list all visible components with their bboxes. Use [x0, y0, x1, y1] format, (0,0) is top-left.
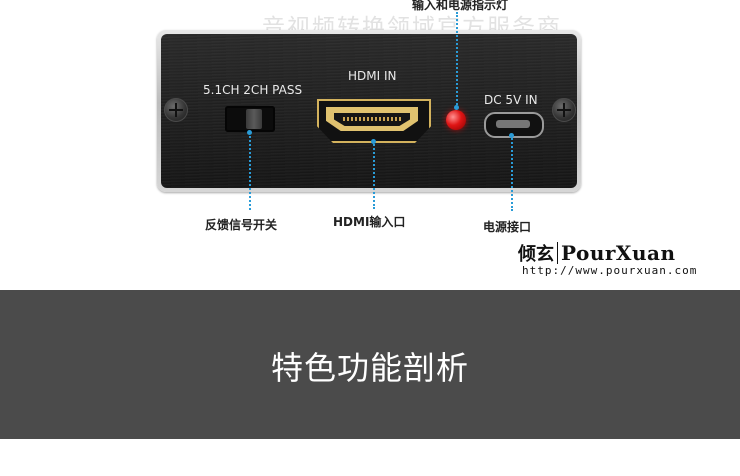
power-leader-line — [511, 135, 513, 211]
power-callout-label: 电源接口 — [483, 220, 532, 234]
section-title: 特色功能剖析 — [270, 349, 469, 387]
brand-logo: 倾玄 PourXuan — [518, 240, 675, 266]
indicator-callout-label: 输入和电源指示灯 — [412, 0, 509, 12]
section-header-band — [0, 290, 740, 439]
switch-callout-label: 反馈信号开关 — [205, 218, 278, 232]
indicator-leader-dot — [454, 105, 459, 110]
indicator-leader-line — [456, 12, 458, 108]
brand-name-en: PourXuan — [561, 241, 676, 265]
switch-leader-line — [249, 132, 251, 210]
left-screw-icon — [164, 98, 188, 122]
power-led-icon — [446, 110, 466, 130]
brand-name-cn: 倾玄 — [518, 244, 554, 265]
dc-panel-label: DC 5V IN — [484, 93, 538, 107]
switch-knob — [246, 109, 262, 129]
switch-leader-dot — [247, 130, 252, 135]
dc-port-slot — [496, 120, 530, 128]
bottom-spacer — [0, 439, 740, 476]
right-screw-icon — [552, 98, 576, 122]
hdmi-callout-label: HDMI输入口 — [333, 215, 406, 229]
brand-separator — [557, 242, 558, 264]
signal-switch — [225, 106, 275, 132]
product-image-area: 音视频转换领域官方服务商 输入和电源指示灯 5.1CH 2CH PASS HDM… — [157, 0, 698, 277]
power-leader-dot — [509, 133, 514, 138]
hdmi-leader-line — [373, 141, 375, 209]
hdmi-leader-dot — [371, 139, 376, 144]
switch-panel-label: 5.1CH 2CH PASS — [203, 83, 303, 97]
hdmi-port-pins — [343, 117, 401, 121]
brand-url: http://www.pourxuan.com — [522, 264, 698, 277]
hdmi-panel-label: HDMI IN — [348, 69, 397, 83]
